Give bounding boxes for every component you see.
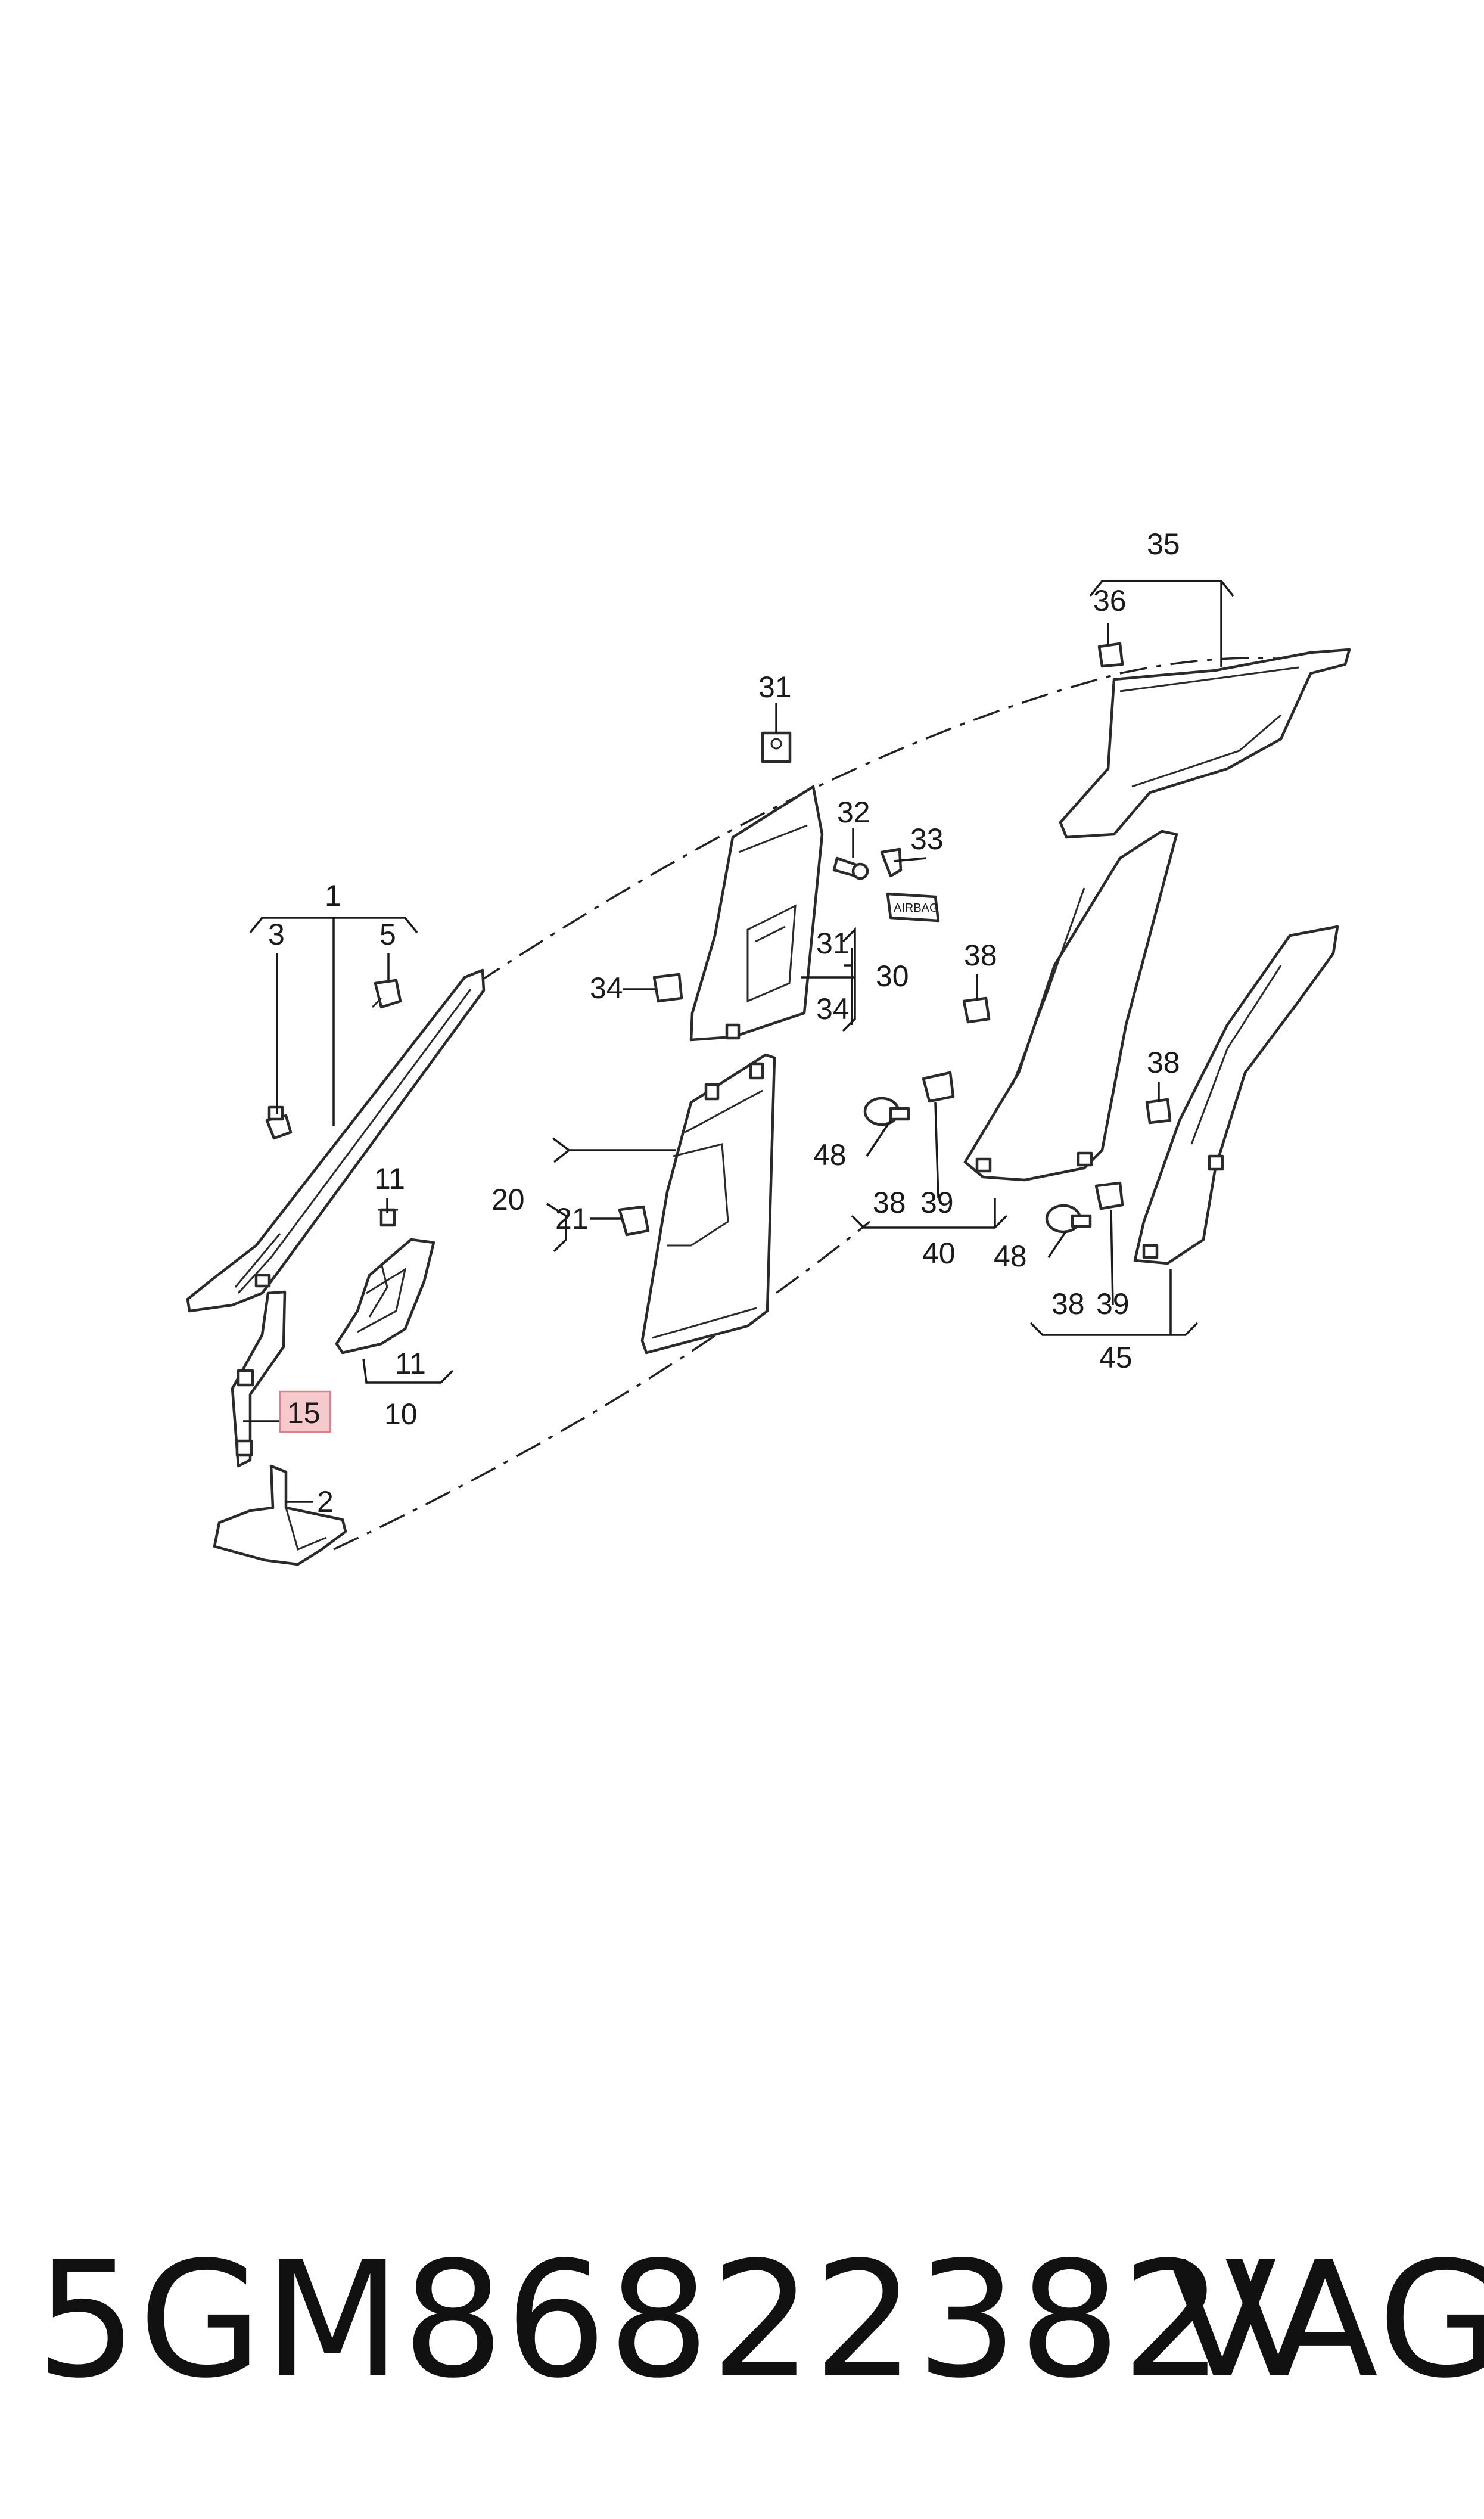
footer: 5GM86822382V VAG bbox=[36, 2228, 1484, 2419]
callout-36: 36 bbox=[1093, 584, 1127, 617]
callout-21: 21 bbox=[555, 1202, 589, 1235]
clip-38-icon bbox=[962, 996, 991, 1024]
clip-36-icon bbox=[1097, 642, 1124, 668]
callout-39-b: 39 bbox=[1096, 1287, 1130, 1321]
callout-11: 11 bbox=[395, 1347, 426, 1380]
grommet-48-d-icon bbox=[1045, 1204, 1092, 1234]
part-number: 5GM86822382V bbox=[36, 2228, 1335, 2414]
clip-31-icon bbox=[761, 731, 792, 763]
callout-2: 2 bbox=[317, 1485, 334, 1518]
callout-38-d: 38 bbox=[1051, 1287, 1085, 1321]
screw-32-icon bbox=[832, 856, 869, 880]
callout-30: 30 bbox=[876, 959, 909, 993]
sill-outline bbox=[333, 1220, 871, 1551]
c-pillar-lower-trim-40 bbox=[963, 830, 1178, 1182]
roof-outline bbox=[476, 657, 1311, 984]
grab-handle-10 bbox=[335, 1238, 435, 1355]
callout-48-a: 48 bbox=[813, 1138, 847, 1172]
bracket-15 bbox=[231, 1290, 287, 1468]
callout-15-highlight bbox=[279, 1390, 331, 1433]
callout-1: 1 bbox=[325, 879, 341, 912]
callout-34: 34 bbox=[816, 992, 850, 1026]
callout-15: 15 bbox=[287, 1396, 321, 1430]
callout-35: 35 bbox=[1147, 527, 1180, 561]
callout-32: 32 bbox=[837, 796, 870, 829]
airbag-badge-33: AIRBAG bbox=[880, 847, 940, 923]
airbag-marking: AIRBAG bbox=[894, 902, 939, 915]
clip-39-icon bbox=[922, 1071, 955, 1103]
brand-name: VAG bbox=[1168, 2228, 1484, 2414]
c-pillar-trim-35 bbox=[1059, 648, 1351, 839]
callout-31: 31 bbox=[816, 927, 850, 960]
callout-38-b: 38 bbox=[873, 1186, 906, 1219]
callout-31-clip: 31 bbox=[758, 670, 792, 704]
callout-labels: 1 3 5 11 11 10 15 2 20 21 31 32 33 31 30… bbox=[268, 527, 1180, 1518]
callout-3: 3 bbox=[268, 918, 285, 951]
callout-38-c: 38 bbox=[1147, 1046, 1180, 1079]
clip-34-icon bbox=[652, 973, 683, 1003]
b-pillar-lower-trim-20 bbox=[640, 1053, 776, 1355]
callout-39-a: 39 bbox=[920, 1186, 954, 1219]
callout-40: 40 bbox=[922, 1237, 956, 1270]
clip-38-d-icon bbox=[1145, 1098, 1172, 1125]
callout-38-a: 38 bbox=[964, 939, 997, 972]
callout-10: 10 bbox=[384, 1397, 418, 1431]
d-pillar-trim-45 bbox=[1133, 925, 1339, 1265]
clip-3-icon bbox=[265, 1105, 293, 1140]
grommet-48-icon bbox=[863, 1097, 910, 1126]
leader-lines bbox=[243, 580, 1234, 1503]
b-pillar-upper-trim-30 bbox=[689, 785, 824, 1042]
kick-panel-2 bbox=[213, 1464, 347, 1566]
body-outline bbox=[333, 657, 1311, 1551]
clip-39-d-icon bbox=[1094, 1181, 1124, 1210]
clip-21-icon bbox=[618, 1205, 650, 1237]
callout-33: 33 bbox=[910, 822, 944, 856]
callout-5: 5 bbox=[379, 918, 396, 951]
clip-5-icon bbox=[371, 979, 402, 1009]
callout-20: 20 bbox=[491, 1183, 525, 1216]
callout-48-b: 48 bbox=[994, 1240, 1027, 1273]
callout-45: 45 bbox=[1099, 1341, 1133, 1374]
a-pillar-trim bbox=[186, 968, 486, 1313]
callout-34-clip: 34 bbox=[590, 971, 623, 1005]
callout-11-screw: 11 bbox=[374, 1162, 405, 1195]
